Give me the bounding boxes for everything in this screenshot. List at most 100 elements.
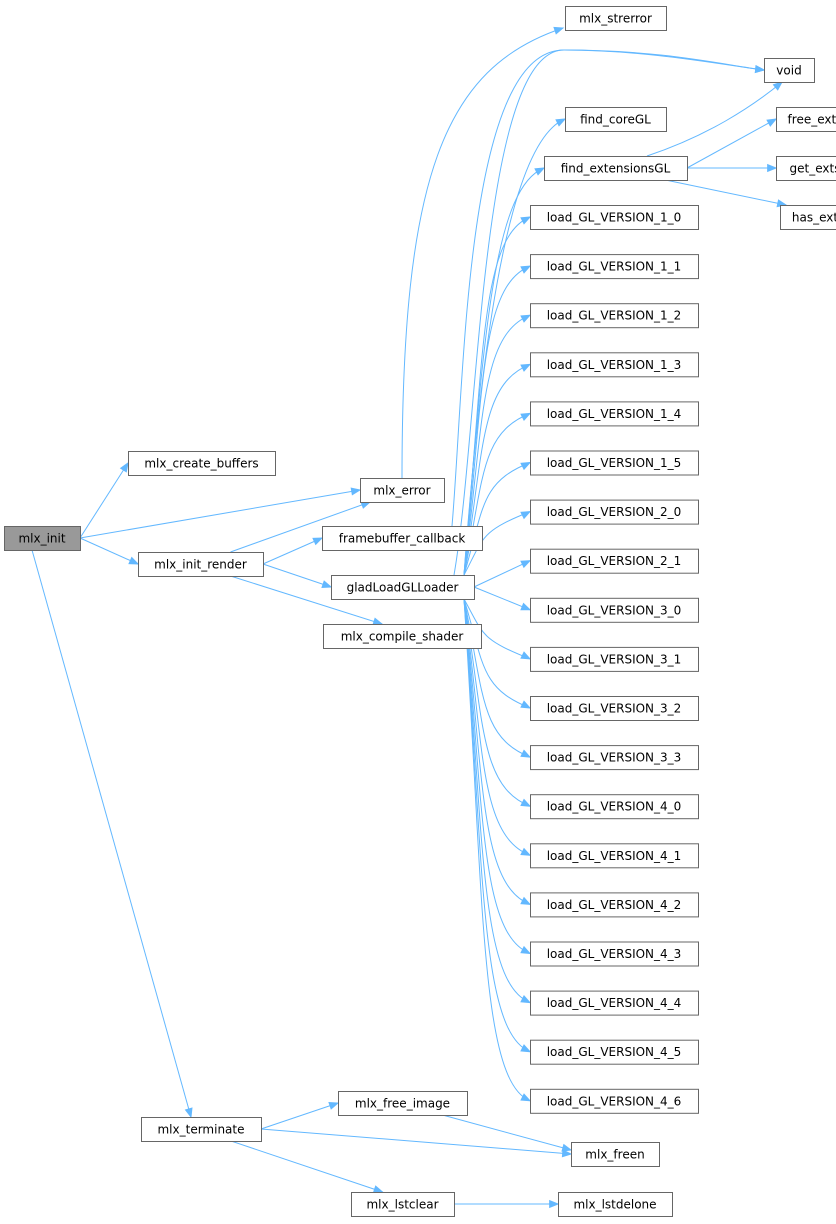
arrowhead-mlx_lstclear-to-mlx_lstdelone xyxy=(549,1199,560,1209)
node-box xyxy=(530,548,699,574)
node-label: load_GL_VERSION_2_1 xyxy=(547,554,682,568)
arrowhead-gladLoadGLLoader-to-load_GL_VERSION_4_1 xyxy=(520,847,532,856)
arrowhead-gladLoadGLLoader-to-load_GL_VERSION_3_3 xyxy=(520,749,532,758)
node-load-gl-version-1-0[interactable]: load_GL_VERSION_1_0 xyxy=(530,205,699,230)
edge-gladLoadGLLoader-to-void xyxy=(453,49,765,576)
arrowhead-gladLoadGLLoader-to-load_GL_VERSION_4_6 xyxy=(520,1093,532,1102)
node-box xyxy=(138,552,264,577)
node-label: find_extensionsGL xyxy=(561,162,671,176)
node-box xyxy=(4,526,81,551)
node-label: has_ext xyxy=(792,211,836,225)
node-load-gl-version-1-5[interactable]: load_GL_VERSION_1_5 xyxy=(530,450,699,476)
arrowhead-gladLoadGLLoader-to-load_GL_VERSION_1_1 xyxy=(520,265,532,274)
node-load-gl-version-4-4[interactable]: load_GL_VERSION_4_4 xyxy=(530,990,699,1016)
arrowhead-gladLoadGLLoader-to-load_GL_VERSION_3_2 xyxy=(520,700,532,709)
node-label: gladLoadGLLoader xyxy=(347,581,459,595)
edge-gladLoadGLLoader-to-load_GL_VERSION_1_2 xyxy=(463,314,531,576)
node-load-gl-version-3-3[interactable]: load_GL_VERSION_3_3 xyxy=(530,745,699,771)
arrowhead-gladLoadGLLoader-to-load_GL_VERSION_1_5 xyxy=(520,461,532,471)
node-box xyxy=(558,1192,673,1217)
node-mlx-free-image[interactable]: mlx_free_image xyxy=(338,1091,468,1116)
node-label: mlx_strerror xyxy=(579,12,652,26)
node-mlx-terminate[interactable]: mlx_terminate xyxy=(141,1117,262,1142)
node-mlx-compile-shader[interactable]: mlx_compile_shader xyxy=(323,624,482,649)
edge-find_extensionsGL-to-void xyxy=(646,81,783,157)
arrowhead-mlx_error-to-mlx_strerror xyxy=(553,26,565,35)
node-load-gl-version-3-2[interactable]: load_GL_VERSION_3_2 xyxy=(530,696,699,721)
node-load-gl-version-1-1[interactable]: load_GL_VERSION_1_1 xyxy=(530,254,699,280)
node-find-coregl[interactable]: find_coreGL xyxy=(565,107,667,132)
arrowhead-gladLoadGLLoader-to-load_GL_VERSION_3_1 xyxy=(520,651,532,660)
arrowhead-gladLoadGLLoader-to-load_GL_VERSION_3_0 xyxy=(520,602,532,611)
node-mlx-lstdelone[interactable]: mlx_lstdelone xyxy=(558,1192,673,1217)
arrowhead-gladLoadGLLoader-to-find_extensionsGL xyxy=(534,167,546,176)
node-mlx-lstclear[interactable]: mlx_lstclear xyxy=(351,1192,455,1217)
node-free-exts[interactable]: free_exts xyxy=(776,107,836,132)
node-load-gl-version-2-0[interactable]: load_GL_VERSION_2_0 xyxy=(530,499,699,525)
node-box xyxy=(530,499,699,525)
node-box xyxy=(565,6,667,31)
node-label: load_GL_VERSION_3_2 xyxy=(547,702,682,716)
arrowhead-gladLoadGLLoader-to-load_GL_VERSION_4_5 xyxy=(520,1044,532,1053)
node-load-gl-version-1-4[interactable]: load_GL_VERSION_1_4 xyxy=(530,401,699,427)
edge-gladLoadGLLoader-to-load_GL_VERSION_4_5 xyxy=(463,598,531,1053)
node-mlx-create-buffers[interactable]: mlx_create_buffers xyxy=(128,451,276,476)
arrowhead-find_extensionsGL-to-free_exts xyxy=(766,118,778,127)
edge-mlx_init_render-to-mlx_compile_shader xyxy=(230,575,383,625)
node-get-exts[interactable]: get_exts xyxy=(776,156,836,181)
node-mlx-strerror[interactable]: mlx_strerror xyxy=(565,6,667,31)
node-box xyxy=(776,107,836,132)
node-load-gl-version-3-0[interactable]: load_GL_VERSION_3_0 xyxy=(530,597,699,623)
node-load-gl-version-4-0[interactable]: load_GL_VERSION_4_0 xyxy=(530,794,699,820)
edge-gladLoadGLLoader-to-load_GL_VERSION_1_0 xyxy=(463,216,531,576)
node-label: load_GL_VERSION_4_0 xyxy=(547,800,682,814)
node-load-gl-version-2-1[interactable]: load_GL_VERSION_2_1 xyxy=(530,548,699,574)
node-void[interactable]: void xyxy=(764,58,815,83)
arrowhead-gladLoadGLLoader-to-load_GL_VERSION_1_0 xyxy=(520,216,532,225)
node-load-gl-version-4-1[interactable]: load_GL_VERSION_4_1 xyxy=(530,843,699,869)
arrowhead-mlx_init_render-to-gladLoadGLLoader xyxy=(321,580,333,589)
node-box xyxy=(530,892,699,918)
node-box xyxy=(776,156,836,181)
arrowhead-mlx_free_image-to-mlx_freen xyxy=(561,1143,573,1152)
node-load-gl-version-1-3[interactable]: load_GL_VERSION_1_3 xyxy=(530,352,699,378)
node-box xyxy=(530,303,699,329)
node-mlx-error[interactable]: mlx_error xyxy=(360,478,445,503)
node-box xyxy=(780,205,836,230)
arrowhead-mlx_terminate-to-mlx_free_image xyxy=(328,1101,340,1110)
node-mlx-init-render[interactable]: mlx_init_render xyxy=(138,552,264,577)
edge-gladLoadGLLoader-to-load_GL_VERSION_3_2 xyxy=(463,598,531,709)
node-label: load_GL_VERSION_4_4 xyxy=(547,996,682,1010)
node-mlx-init[interactable]: mlx_init xyxy=(4,526,81,551)
node-load-gl-version-1-2[interactable]: load_GL_VERSION_1_2 xyxy=(530,303,699,329)
node-load-gl-version-4-6[interactable]: load_GL_VERSION_4_6 xyxy=(530,1088,699,1114)
node-box xyxy=(530,352,699,378)
node-mlx-freen[interactable]: mlx_freen xyxy=(571,1142,660,1167)
arrowhead-gladLoadGLLoader-to-load_GL_VERSION_2_0 xyxy=(520,510,532,520)
node-label: load_GL_VERSION_3_1 xyxy=(547,652,682,666)
arrowhead-mlx_init-to-mlx_error xyxy=(350,487,362,496)
node-load-gl-version-3-1[interactable]: load_GL_VERSION_3_1 xyxy=(530,646,699,672)
arrowhead-gladLoadGLLoader-to-find_coreGL xyxy=(555,118,567,127)
arrowhead-gladLoadGLLoader-to-load_GL_VERSION_1_4 xyxy=(520,412,532,422)
node-framebuffer-callback[interactable]: framebuffer_callback xyxy=(322,526,483,551)
node-find-extensionsgl[interactable]: find_extensionsGL xyxy=(544,156,688,181)
arrowhead-find_extensionsGL-to-get_exts xyxy=(767,163,778,173)
node-label: load_GL_VERSION_1_3 xyxy=(547,358,682,372)
node-load-gl-version-4-3[interactable]: load_GL_VERSION_4_3 xyxy=(530,941,699,967)
node-gladloadglloader[interactable]: gladLoadGLLoader xyxy=(331,575,475,600)
arrowhead-mlx_init_render-to-mlx_compile_shader xyxy=(372,617,384,626)
node-box xyxy=(530,1039,699,1065)
node-box xyxy=(530,843,699,869)
node-label: load_GL_VERSION_4_6 xyxy=(547,1094,682,1108)
node-label: load_GL_VERSION_2_0 xyxy=(547,505,682,519)
node-box xyxy=(530,745,699,771)
node-load-gl-version-4-2[interactable]: load_GL_VERSION_4_2 xyxy=(530,892,699,918)
node-load-gl-version-4-5[interactable]: load_GL_VERSION_4_5 xyxy=(530,1039,699,1065)
node-box xyxy=(128,451,276,476)
node-label: load_GL_VERSION_1_2 xyxy=(547,309,682,323)
node-has-ext[interactable]: has_ext xyxy=(780,205,836,230)
node-box xyxy=(530,254,699,280)
arrowhead-gladLoadGLLoader-to-load_GL_VERSION_4_4 xyxy=(520,994,532,1004)
node-box xyxy=(530,990,699,1016)
